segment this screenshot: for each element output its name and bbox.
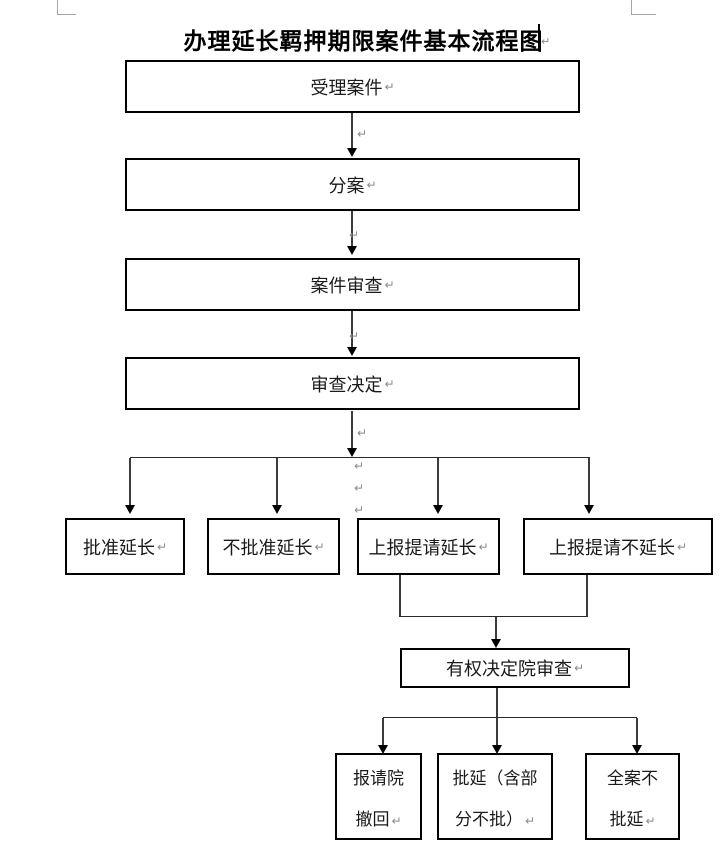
flow-box-label: 上报提请延长	[368, 537, 477, 559]
arrow-down-icon	[378, 745, 388, 754]
text-cursor	[538, 24, 540, 51]
arrow-down-icon	[347, 448, 357, 457]
paragraph-mark-icon: ↵	[354, 481, 365, 495]
flow-box-label: 批准延长	[82, 537, 155, 559]
flow-box-review-decision[interactable]: 审查决定 ↵	[125, 357, 580, 410]
flow-box-label-line2: 批延↵	[609, 809, 656, 830]
connector-line	[586, 575, 588, 617]
paragraph-mark-icon: ↵	[366, 177, 377, 192]
flow-box-label: 有权决定院审查	[445, 659, 572, 680]
connector-line	[129, 458, 131, 506]
flow-box-label-line1: 批延（含部	[452, 768, 538, 789]
merge-line	[399, 616, 588, 617]
flow-box-label: 审查决定	[310, 374, 383, 396]
flow-box-reject-extension[interactable]: 不批准延长 ↵	[207, 518, 340, 575]
page-title: 办理延长羁押期限案件基本流程图	[183, 28, 544, 55]
arrow-down-icon	[347, 246, 357, 255]
connector-line	[636, 718, 638, 746]
flow-box-label: 分案	[328, 175, 365, 197]
paragraph-mark-icon: ↵	[156, 539, 168, 554]
paragraph-mark-icon: ↵	[357, 127, 368, 141]
connector-line	[382, 718, 384, 746]
paragraph-mark-icon: ↵	[354, 459, 365, 473]
connector-line	[351, 311, 353, 348]
flow-box-assign-case[interactable]: 分案 ↵	[125, 158, 580, 211]
arrow-down-icon	[125, 505, 135, 514]
flow-box-label: 上报提请不延长	[548, 537, 675, 559]
flow-box-case-review[interactable]: 案件审查 ↵	[125, 258, 580, 311]
connector-line	[399, 575, 401, 617]
paragraph-mark-icon: ↵	[573, 661, 585, 675]
flow-box-request-withdraw[interactable]: 报请院 撤回↵	[335, 753, 422, 840]
flow-box-label-line1: 报请院	[353, 768, 404, 789]
connector-line	[351, 113, 353, 150]
paragraph-mark-icon: ↵	[478, 539, 489, 554]
arrow-down-icon	[347, 347, 357, 356]
flow-box-accept-case[interactable]: 受理案件 ↵	[125, 60, 580, 113]
paragraph-mark-icon: ↵	[357, 426, 368, 440]
paragraph-mark-icon: ↵	[384, 79, 395, 94]
flow-box-authority-review[interactable]: 有权决定院审查 ↵	[400, 648, 630, 688]
connector-line	[588, 458, 590, 506]
flow-box-reject-whole-case[interactable]: 全案不 批延↵	[585, 753, 680, 840]
flow-box-label: 不批准延长	[222, 537, 313, 559]
connector-line	[495, 617, 497, 640]
paragraph-mark-icon: ↵	[391, 813, 402, 828]
flow-box-approve-extension[interactable]: 批准延长 ↵	[65, 518, 185, 575]
flow-box-label-line2: 分不批）↵	[454, 809, 536, 830]
paragraph-mark-icon: ↵	[384, 376, 395, 391]
paragraph-mark-icon: ↵	[349, 329, 360, 343]
flow-box-label: 案件审查	[310, 275, 383, 297]
arrow-down-icon	[632, 745, 642, 754]
paragraph-mark-icon: ↵	[314, 539, 325, 554]
flow-box-approve-incl-partial-reject[interactable]: 批延（含部 分不批）↵	[437, 753, 553, 840]
flow-box-label-line2: 撤回↵	[355, 809, 402, 830]
arrow-down-icon	[433, 505, 443, 514]
branch-line	[130, 457, 590, 458]
paragraph-mark-icon: ↵	[524, 813, 536, 828]
text-boundary-corner-right-icon	[631, 0, 656, 15]
arrow-down-icon	[584, 505, 594, 514]
connector-line	[351, 411, 353, 449]
connector-line	[351, 211, 353, 248]
paragraph-mark-icon: ↵	[354, 503, 365, 517]
connector-line	[276, 458, 278, 506]
paragraph-mark-icon: ↵	[645, 813, 656, 828]
branch-line	[383, 717, 637, 718]
arrow-down-icon	[272, 505, 282, 514]
paragraph-mark-icon: ↵	[384, 277, 395, 292]
flow-box-report-request-extension[interactable]: 上报提请延长 ↵	[357, 518, 500, 575]
arrow-down-icon	[491, 639, 501, 648]
paragraph-mark-icon: ↵	[676, 539, 688, 554]
text-boundary-corner-left-icon	[57, 0, 76, 15]
flow-box-label-line1: 全案不	[607, 768, 658, 789]
paragraph-mark-icon: ↵	[541, 35, 551, 48]
flow-box-label: 受理案件	[310, 77, 383, 99]
arrow-down-icon	[492, 745, 502, 754]
arrow-down-icon	[347, 148, 357, 157]
paragraph-mark-icon: ↵	[349, 228, 360, 242]
flow-box-report-request-no-extension[interactable]: 上报提请不延长 ↵	[523, 518, 713, 575]
connector-line	[437, 458, 439, 506]
